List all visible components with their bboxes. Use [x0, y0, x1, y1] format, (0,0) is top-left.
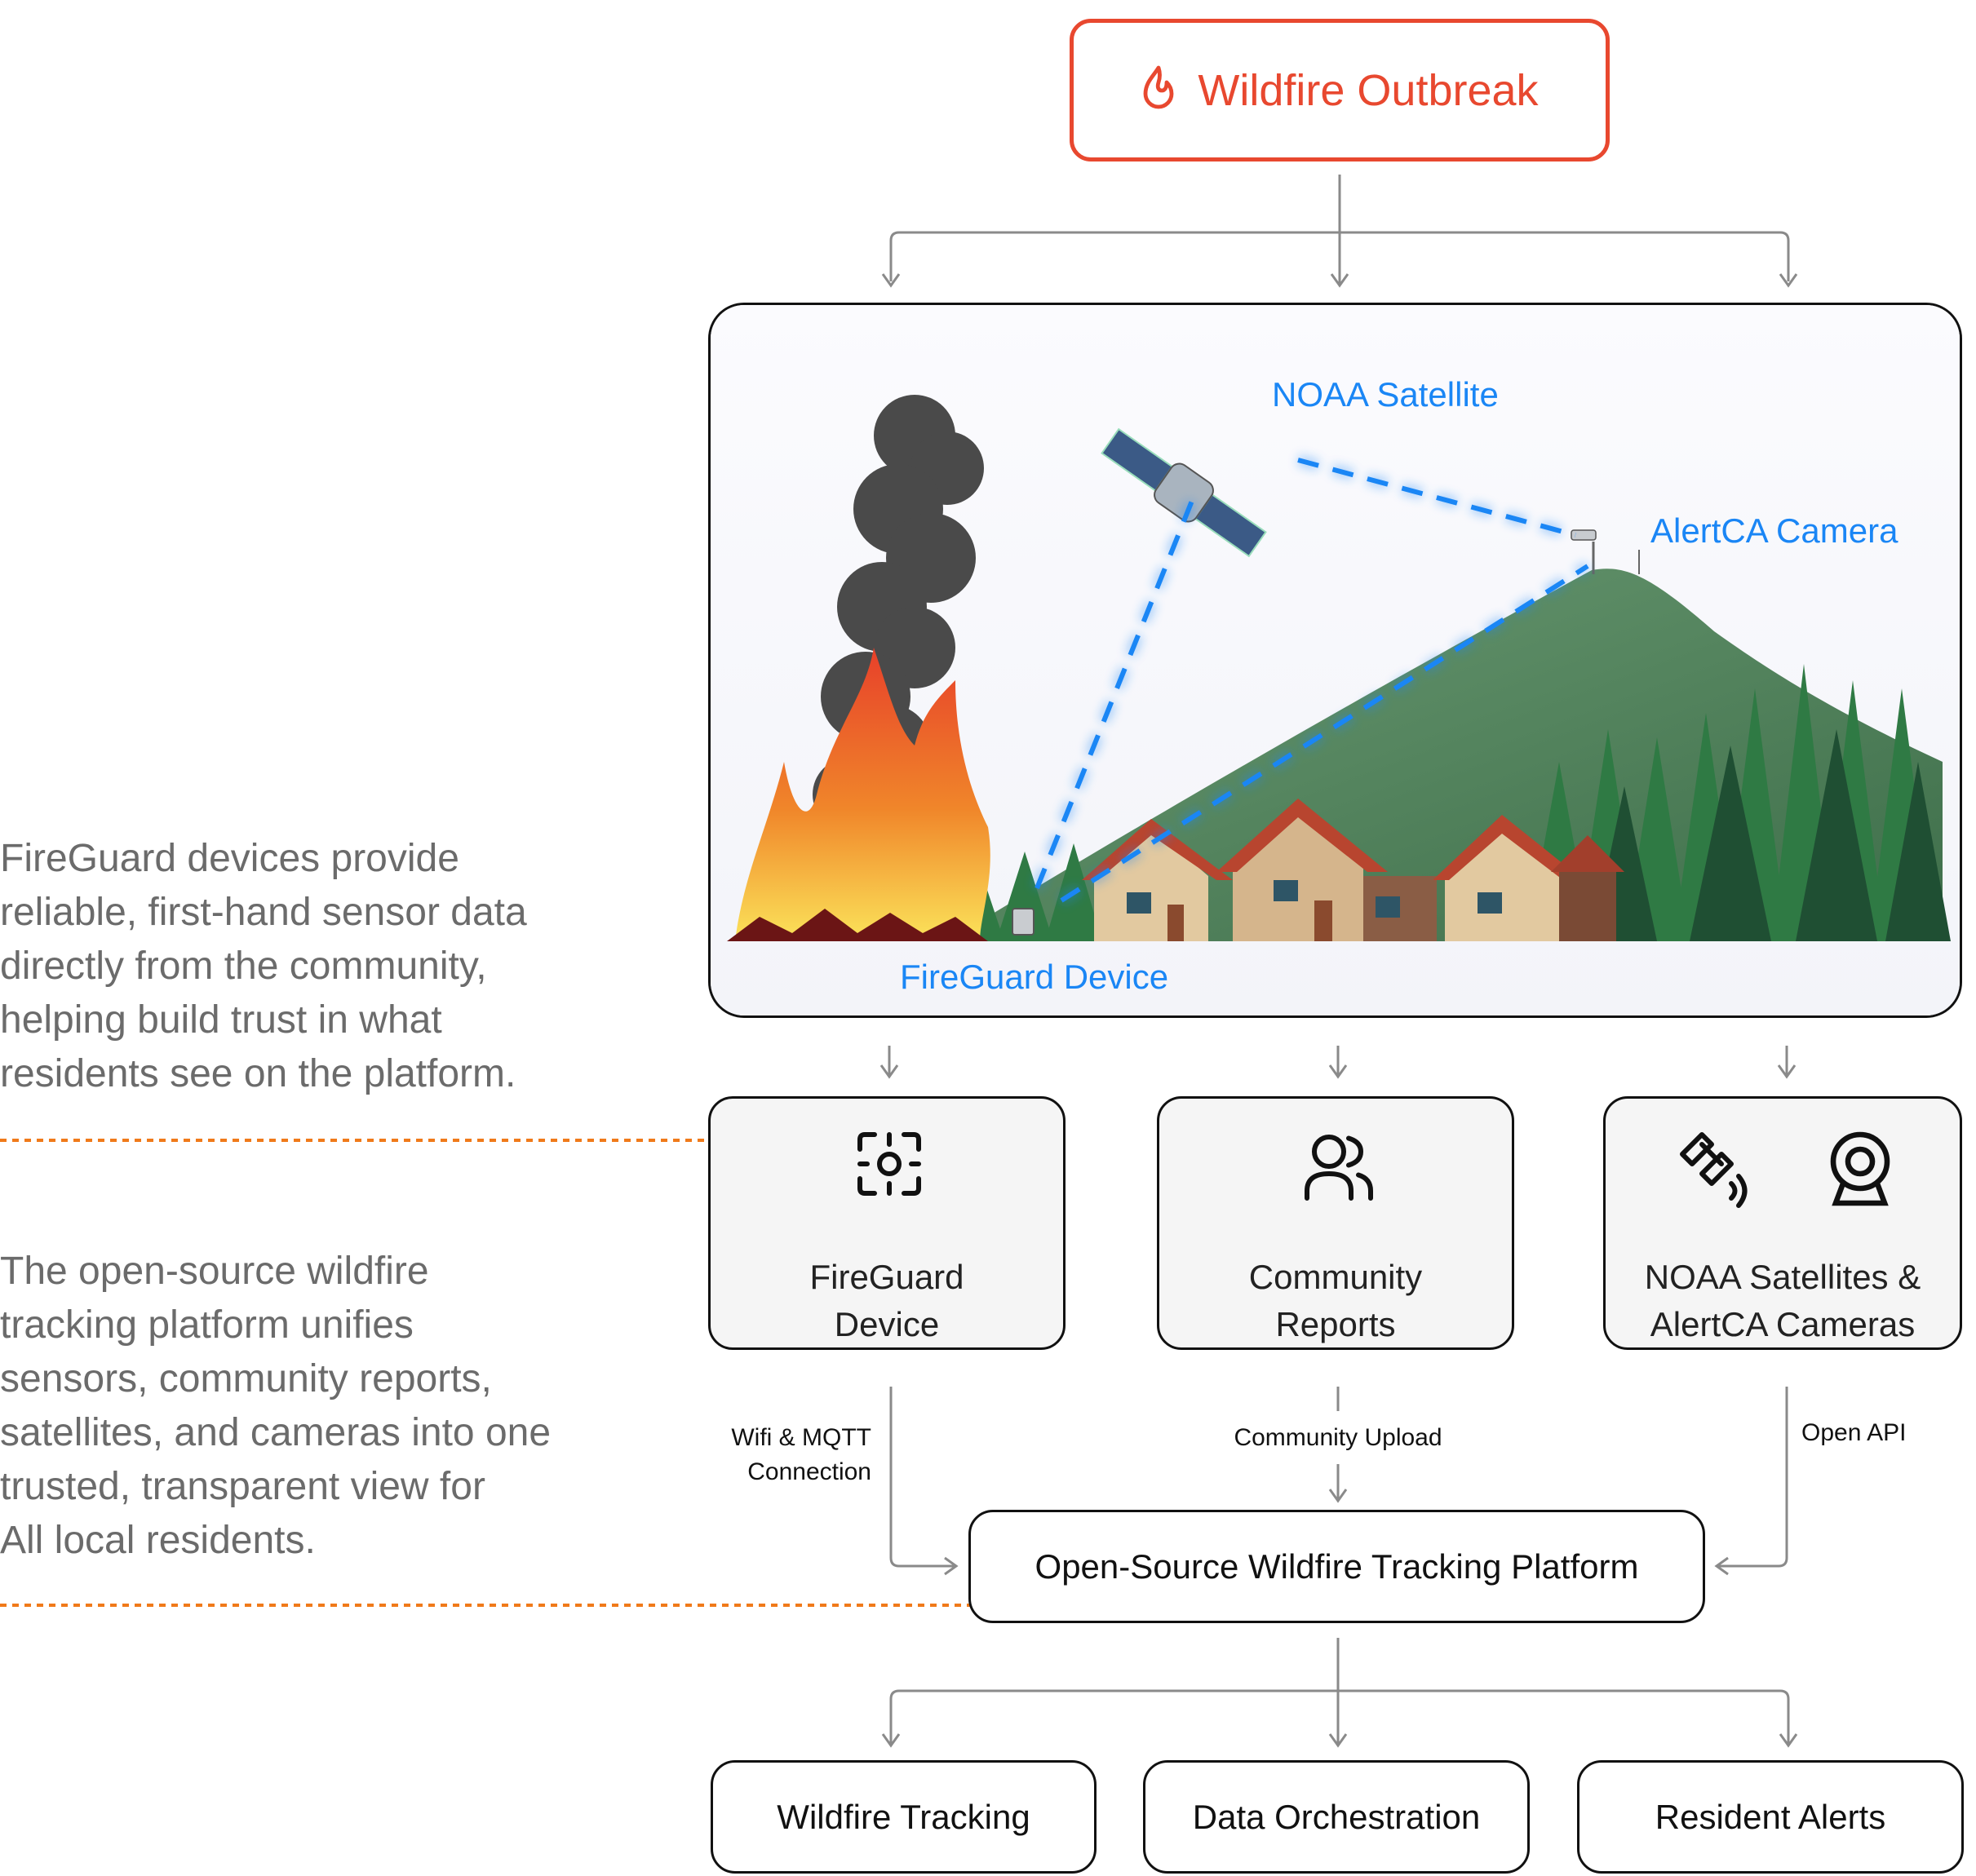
source-label-line2: Device: [834, 1305, 940, 1343]
scene-illustration: NOAA Satellite AlertCA Camera FireGuard …: [708, 303, 1962, 1018]
connector-fireguard-platform: [889, 1387, 956, 1568]
source-label-line1: FireGuard: [809, 1258, 964, 1296]
fire: [735, 648, 990, 941]
output-data-orchestration: Data Orchestration: [1143, 1760, 1530, 1874]
open-api-label: Open API: [1801, 1419, 1907, 1446]
webcam-icon: [1826, 1130, 1894, 1212]
alertca-camera-illustration: [1571, 529, 1597, 574]
annotation-platform: The open-source wildfire tracking platfo…: [0, 1245, 620, 1568]
source-label-line2: AlertCA Cameras: [1650, 1305, 1916, 1343]
signal-satellite-camera: [1297, 458, 1576, 538]
platform-label: Open-Source Wildfire Tracking Platform: [1035, 1546, 1639, 1586]
house: [1216, 799, 1437, 941]
houses: [1082, 799, 1624, 941]
noaa-satellite-label: NOAA Satellite: [1272, 375, 1499, 414]
annotation-line: sensors, community reports,: [0, 1357, 492, 1400]
source-noaa-alertca: NOAA Satellites & AlertCA Cameras: [1603, 1096, 1962, 1350]
wildfire-scene: [711, 305, 1960, 1015]
wifi-mqtt-label: Wifi & MQTT Connection: [710, 1421, 871, 1489]
connector-scene-sources: [888, 1046, 1788, 1075]
annotation-line: The open-source wildfire: [0, 1250, 429, 1293]
output-label: Data Orchestration: [1192, 1797, 1481, 1836]
source-fireguard-device: FireGuard Device: [708, 1096, 1066, 1350]
source-label-line1: Community: [1248, 1258, 1423, 1296]
annotation-line: FireGuard devices provide: [0, 837, 459, 880]
platform-node: Open-Source Wildfire Tracking Platform: [968, 1510, 1705, 1623]
fireguard-device-illustration: [1012, 908, 1035, 936]
source-community-reports: Community Reports: [1157, 1096, 1514, 1350]
users-icon: [1302, 1130, 1376, 1207]
source-label-line2: Reports: [1275, 1305, 1396, 1343]
community-upload-label: Community Upload: [1234, 1424, 1442, 1451]
connector-outbreak-branch: [889, 231, 1790, 281]
satellite-illustration: [1101, 427, 1267, 558]
output-label: Resident Alerts: [1655, 1797, 1886, 1836]
output-resident-alerts: Resident Alerts: [1577, 1760, 1964, 1874]
annotation-fireguard: FireGuard devices provide reliable, firs…: [0, 832, 620, 1101]
annotation-line: tracking platform unifies: [0, 1303, 414, 1347]
satellite-icon: [1677, 1130, 1756, 1212]
output-wildfire-tracking: Wildfire Tracking: [711, 1760, 1097, 1874]
sensor-scan-icon: [855, 1130, 924, 1202]
annotation-line: All local residents.: [0, 1519, 316, 1562]
connector-noaa-platform: [1717, 1387, 1788, 1568]
annotation-line: directly from the community,: [0, 945, 487, 988]
wifi-mqtt-line1: Wifi & MQTT: [731, 1424, 871, 1451]
annotation-line: satellites, and cameras into one: [0, 1411, 552, 1454]
house: [1433, 815, 1624, 941]
annotation-line: reliable, first-hand sensor data: [0, 891, 527, 934]
wildfire-outbreak-node: Wildfire Outbreak: [1070, 19, 1610, 161]
fireguard-device-label: FireGuard Device: [900, 958, 1169, 996]
annotation-line: residents see on the platform.: [0, 1052, 516, 1095]
flame-icon: [1141, 64, 1176, 116]
annotation-line: helping build trust in what: [0, 998, 442, 1042]
alertca-camera-label: AlertCA Camera: [1650, 511, 1898, 550]
output-label: Wildfire Tracking: [777, 1797, 1030, 1836]
outbreak-title: Wildfire Outbreak: [1198, 65, 1539, 115]
signal-device-camera: [1060, 564, 1589, 903]
source-label-line1: NOAA Satellites &: [1644, 1258, 1921, 1296]
wifi-mqtt-line2: Connection: [747, 1458, 871, 1485]
annotation-line: trusted, transparent view for: [0, 1465, 485, 1508]
